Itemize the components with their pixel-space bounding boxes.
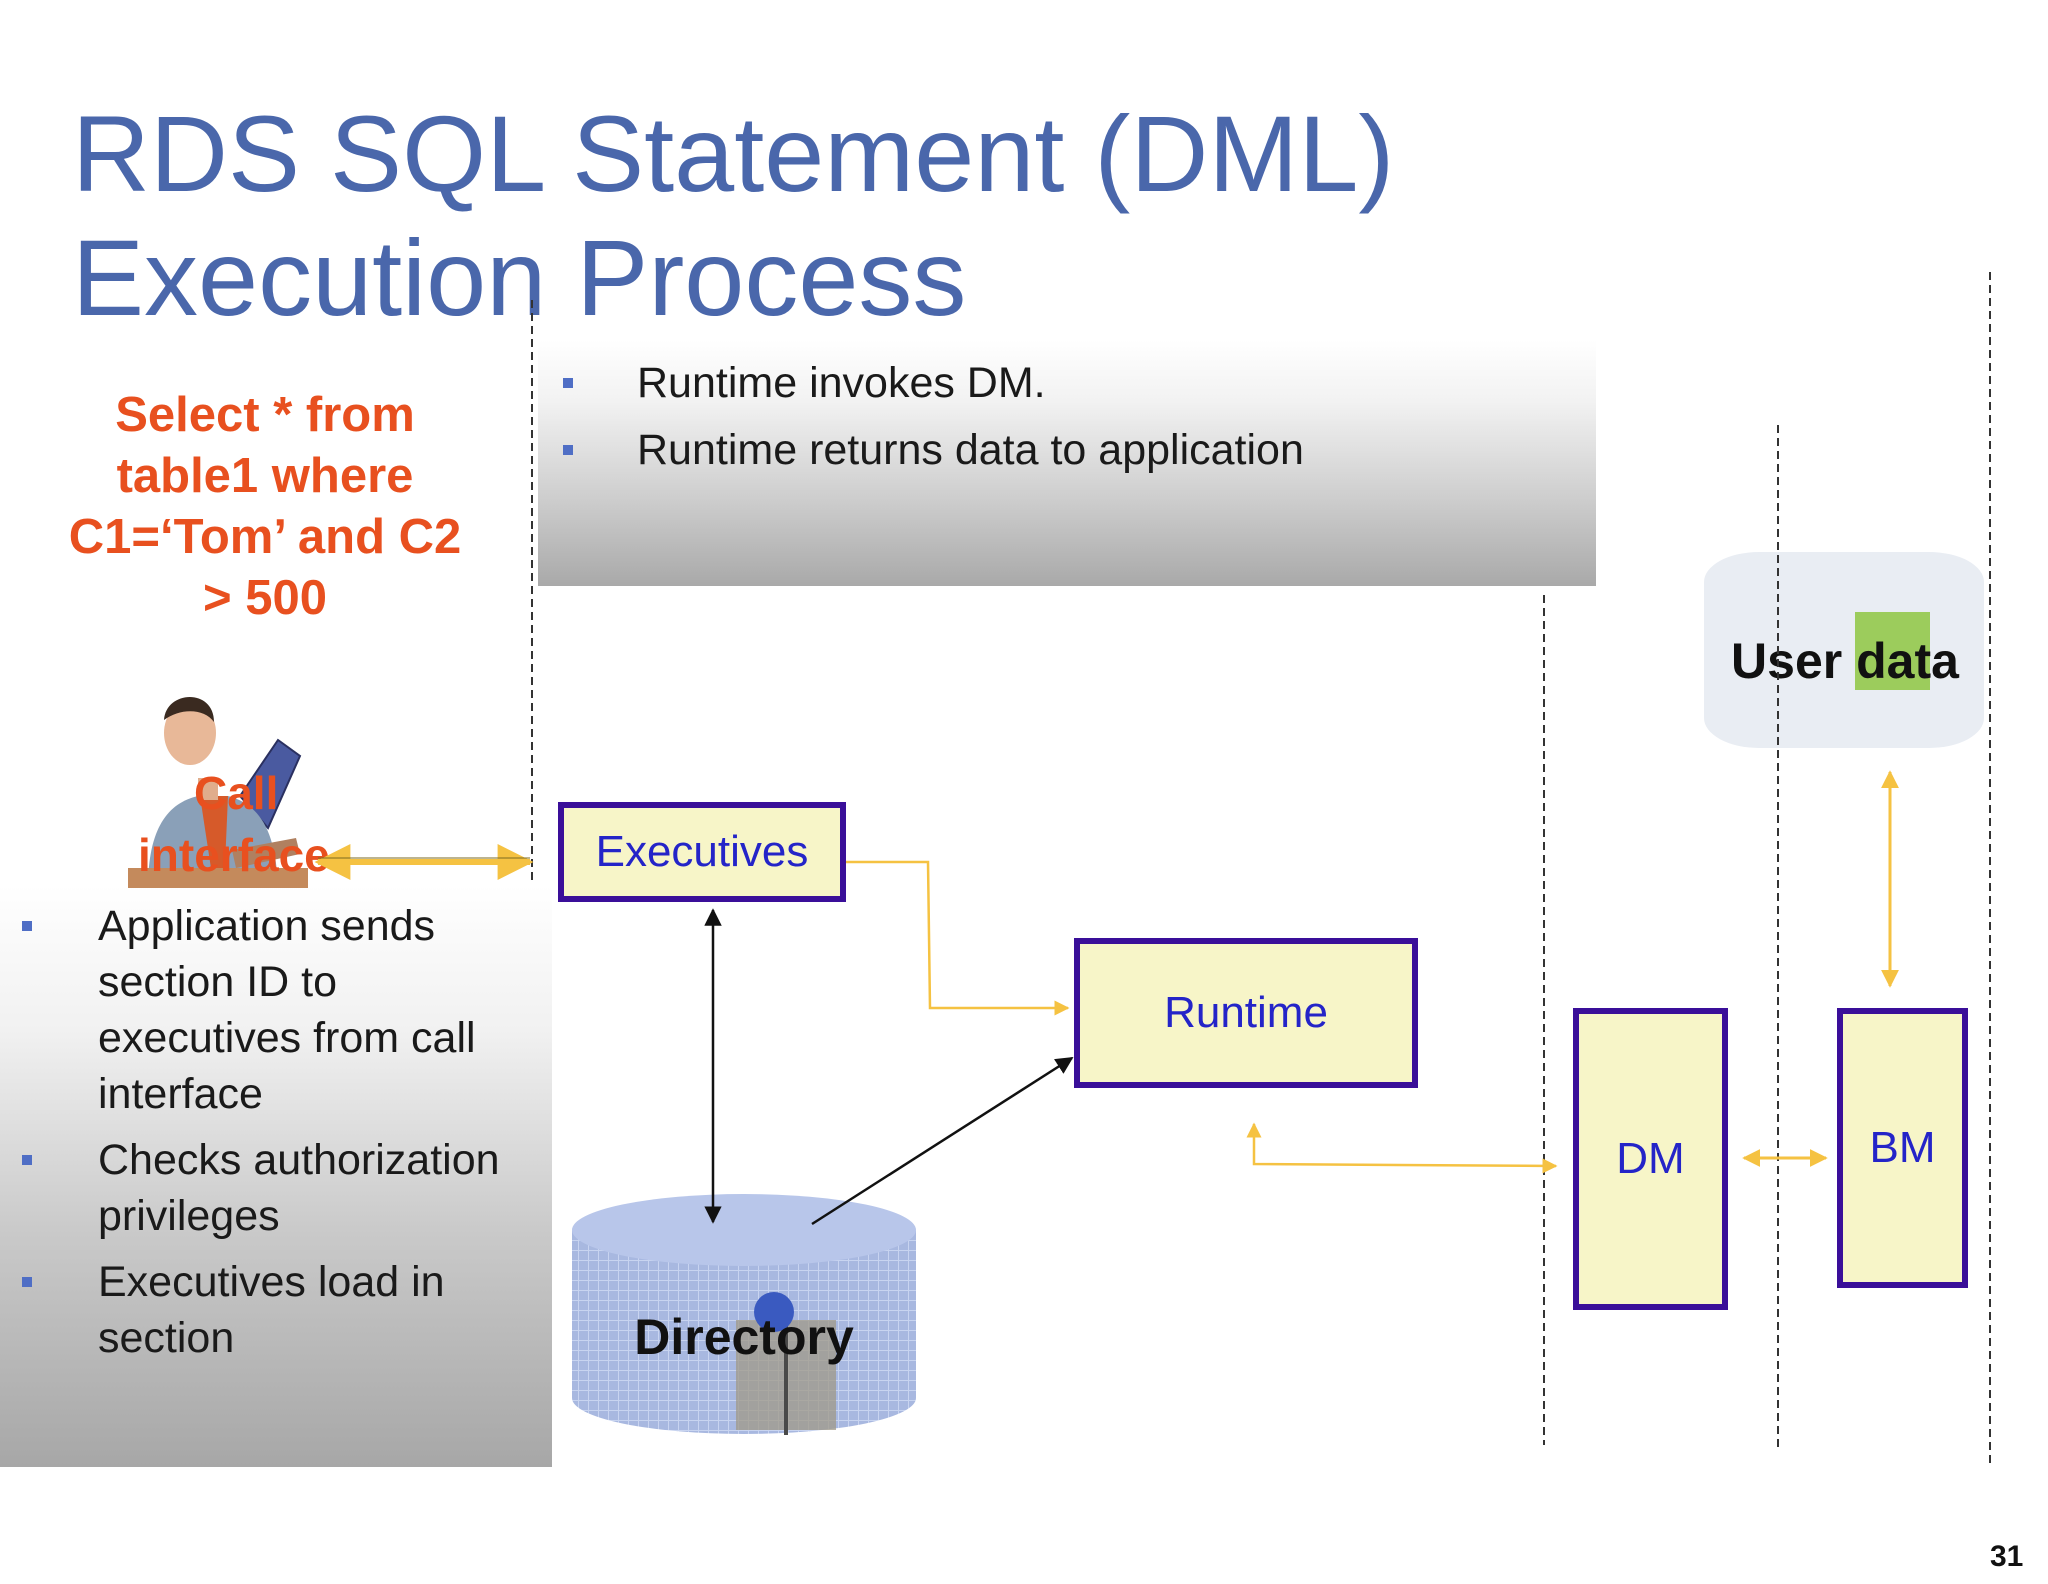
- bullet-text: Runtime returns data to application: [637, 426, 1304, 474]
- call-interface-label: Call interface: [138, 762, 358, 886]
- query-line: C1=‘Tom’ and C2: [68, 510, 462, 564]
- bullet-marker: [563, 378, 573, 388]
- person-at-computer-icon: [128, 697, 308, 888]
- page-number: 31: [1990, 1540, 2024, 1573]
- top-bullet-panel: [538, 340, 1596, 586]
- runtime-dm-arrow: [1246, 1122, 1558, 1174]
- left-bullet-list: Application sends section ID to executiv…: [22, 898, 542, 1376]
- call-interface-line: Call: [194, 767, 279, 819]
- sql-query-text: Select * from table1 where C1=‘Tom’ and …: [40, 385, 490, 629]
- title-line-2: Execution Process: [72, 217, 967, 338]
- left-bullet-panel: [0, 885, 552, 1467]
- query-line: > 500: [203, 571, 327, 625]
- directory-runtime-arrow: [811, 1056, 1074, 1226]
- list-item: Application sends section ID to executiv…: [22, 898, 542, 1122]
- call-interface-line: interface: [138, 829, 330, 881]
- dm-label: DM: [1616, 1134, 1685, 1183]
- list-item: Runtime invokes DM.: [563, 358, 1563, 408]
- executives-label: Executives: [595, 827, 809, 876]
- user-data-label: User data: [1731, 633, 1959, 689]
- user-data-cylinder-icon: [1704, 552, 1984, 748]
- slide-title: RDS SQL Statement (DML) Execution Proces…: [72, 92, 1394, 340]
- list-item: Runtime returns data to application: [563, 425, 1563, 475]
- query-line: table1 where: [116, 449, 414, 503]
- database-cylinder-icon: [572, 1194, 916, 1435]
- top-bullet-list: Runtime invokes DM. Runtime returns data…: [563, 358, 1563, 492]
- bullet-text: Application sends section ID to executiv…: [98, 902, 476, 1118]
- executives-box: Executives: [558, 802, 846, 902]
- title-line-1: RDS SQL Statement (DML): [72, 93, 1395, 214]
- dm-box: DM: [1573, 1008, 1728, 1310]
- bullet-marker: [22, 921, 32, 931]
- runtime-box: Runtime: [1074, 938, 1418, 1088]
- user-data-highlight: [1855, 612, 1930, 690]
- bullet-marker: [22, 1155, 32, 1165]
- bm-label: BM: [1869, 1123, 1936, 1172]
- executives-runtime-arrow: [846, 860, 1070, 1016]
- bullet-marker: [22, 1277, 32, 1287]
- list-item: Executives load in section: [22, 1254, 542, 1366]
- directory-label: Directory: [634, 1309, 854, 1365]
- runtime-label: Runtime: [1164, 988, 1328, 1037]
- bullet-text: Checks authorization privileges: [98, 1136, 500, 1240]
- bm-box: BM: [1837, 1008, 1968, 1288]
- list-item: Checks authorization privileges: [22, 1132, 542, 1244]
- query-line: Select * from: [115, 388, 415, 442]
- bullet-text: Runtime invokes DM.: [637, 359, 1046, 407]
- bullet-text: Executives load in section: [98, 1258, 445, 1362]
- bullet-marker: [563, 445, 573, 455]
